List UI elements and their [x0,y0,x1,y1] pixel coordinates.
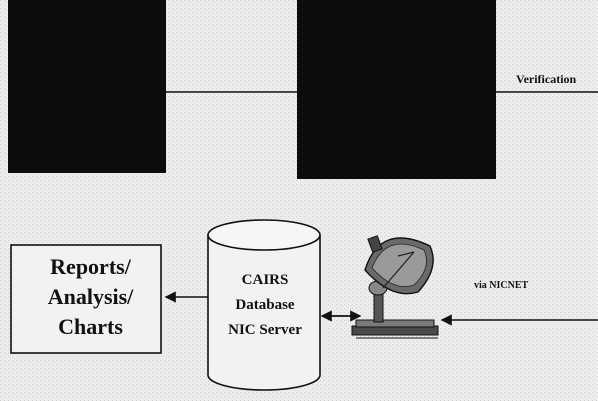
reports-box [10,244,162,354]
verification-label: Verification [516,72,577,86]
top-center-dark-box [297,0,496,179]
reports-box-text: Reports/ Analysis/ Charts [18,252,163,342]
database-text: CAIRS Database NIC Server [210,268,320,343]
reports-line-2: Analysis/ [47,284,134,309]
database-line-2: Database [235,297,295,313]
nicnet-label: via NICNET [474,280,529,291]
database-cylinder [207,219,321,391]
database-line-1: CAIRS [241,272,289,288]
database-line-3: NIC Server [228,322,302,338]
top-left-dark-box [8,0,166,173]
reports-line-3: Charts [58,314,123,339]
reports-line-1: Reports/ [50,254,131,279]
satellite-dish-icon [351,235,439,339]
